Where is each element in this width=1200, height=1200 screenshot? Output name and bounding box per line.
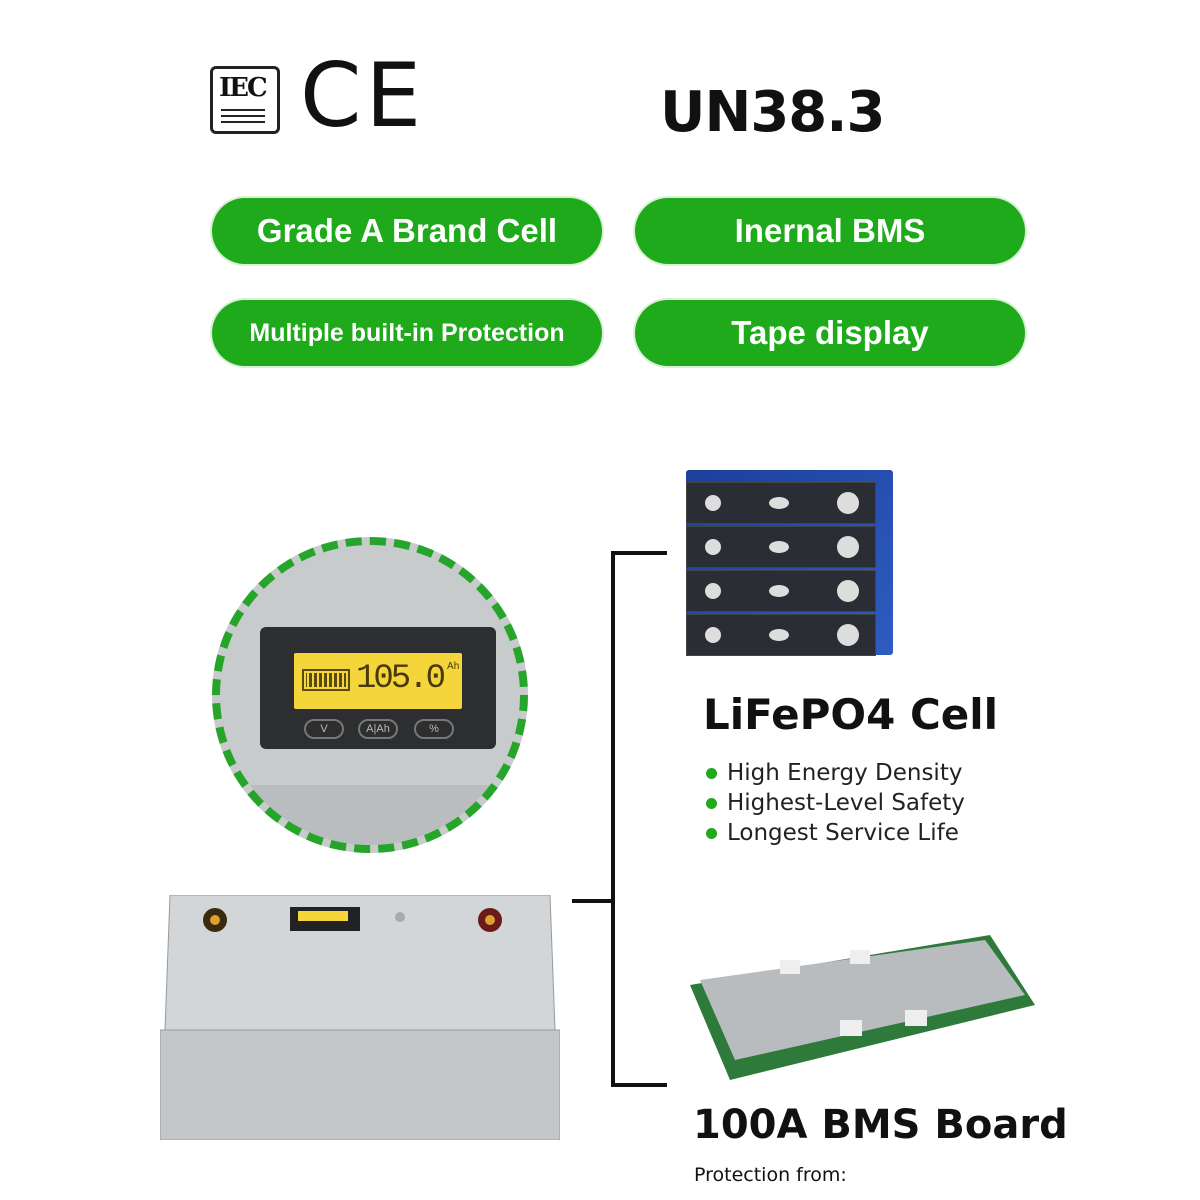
capacity-meter: 105.0 Ah V A|Ah % (260, 627, 496, 749)
feature-pill: Grade A Brand Cell (212, 198, 602, 264)
bms-title: 100A BMS Board (693, 1102, 1068, 1148)
lcd-unit: Ah (447, 661, 460, 672)
lcd-screen: 105.0 Ah (294, 653, 462, 709)
percent-button: % (414, 719, 454, 739)
ce-mark: CE (300, 44, 426, 147)
battery-lid (220, 785, 520, 845)
current-button: A|Ah (358, 719, 398, 739)
bms-board-image (690, 935, 1035, 1080)
feature-pill: Multiple built-in Protection (212, 300, 602, 366)
cell-feature: Highest-Level Safety (706, 790, 965, 816)
feature-pill: Inernal BMS (635, 198, 1025, 264)
cell-feature: High Energy Density (706, 760, 962, 786)
display-closeup: 105.0 Ah V A|Ah % (212, 537, 528, 853)
lifepo4-cell-image (686, 470, 893, 656)
un38-3-label: UN38.3 (660, 80, 886, 145)
iec-logo: IEC (210, 66, 280, 134)
cell-feature: Longest Service Life (706, 820, 959, 846)
bracket-line (572, 899, 614, 903)
bracket-line (611, 1083, 667, 1087)
lcd-reading: 105.0 Ah (356, 659, 459, 700)
cell-title: LiFePO4 Cell (703, 690, 999, 739)
voltage-button: V (304, 719, 344, 739)
battery-image (160, 895, 560, 1140)
bms-subtitle: Protection from: (694, 1164, 847, 1186)
battery-level-icon (302, 669, 350, 691)
feature-pill: Tape display (635, 300, 1025, 366)
lcd-value: 105.0 (356, 660, 446, 698)
bracket-line (611, 551, 615, 1087)
bracket-line (611, 551, 667, 555)
